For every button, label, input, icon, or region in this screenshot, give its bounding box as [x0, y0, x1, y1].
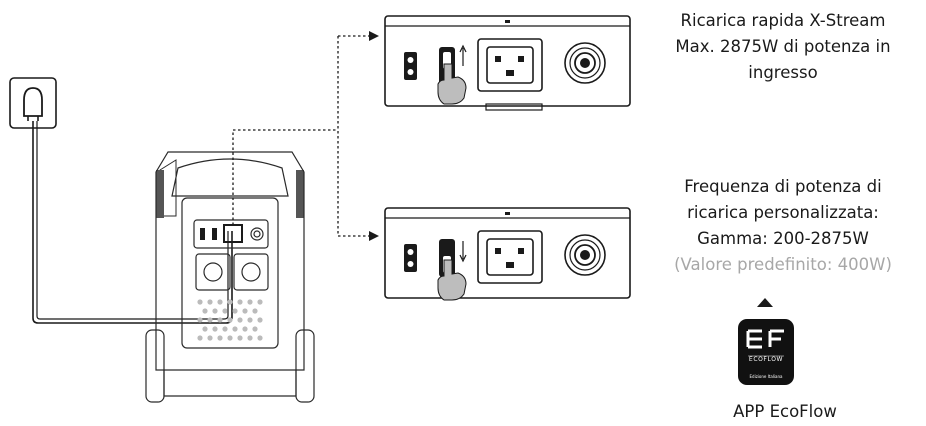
xstream-description: Ricarica rapida X-Stream Max. 2875W di p…	[640, 8, 926, 86]
wall-socket-icon	[9, 77, 57, 129]
power-station-icon	[145, 151, 315, 403]
xstream-line-3: ingresso	[748, 63, 818, 82]
custom-line-1: Frequenza di potenza di	[684, 177, 882, 196]
hand-pointer-icon	[437, 63, 467, 105]
panel-custom	[384, 207, 631, 301]
custom-default-value: (Valore predefinito: 400W)	[674, 255, 892, 274]
ecoflow-app-icon	[738, 319, 794, 385]
hand-pointer-icon	[437, 259, 467, 301]
app-icon-brand: ECOFLOW	[748, 356, 784, 363]
custom-line-3: Gamma: 200-2875W	[697, 229, 869, 248]
custom-line-2: ricarica personalizzata:	[687, 203, 879, 222]
xstream-line-1: Ricarica rapida X-Stream	[680, 11, 886, 30]
triangle-up-icon	[757, 298, 773, 307]
app-icon-edition: Edizione Italiana	[749, 374, 783, 379]
app-label: APP EcoFlow	[733, 402, 837, 421]
dotted-connector	[232, 31, 379, 241]
panel-xstream	[384, 15, 631, 111]
xstream-line-2: Max. 2875W di potenza in	[675, 37, 891, 56]
power-cable	[32, 121, 233, 324]
custom-description: Frequenza di potenza di ricarica persona…	[640, 174, 926, 278]
